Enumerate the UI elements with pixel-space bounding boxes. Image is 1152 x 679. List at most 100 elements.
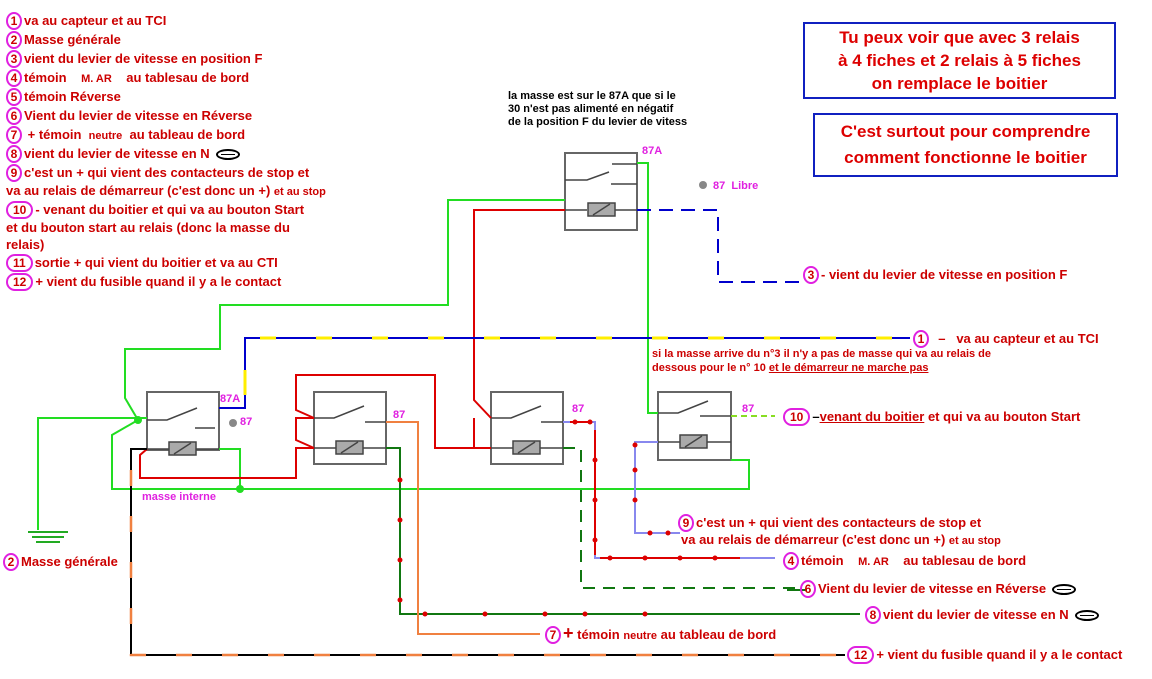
legend-text: - venant du boitier et qui va au bouton …: [35, 202, 305, 217]
info-line: comment fonctionne le boitier: [844, 148, 1087, 167]
label-text: Vient du levier de vitesse en Réverse: [818, 581, 1047, 596]
legend-text: M. AR: [81, 73, 112, 85]
note-line-underlined: et le démarreur ne marche pas: [768, 362, 929, 374]
label-text: témoin: [801, 553, 844, 568]
ellipse-icon: [1074, 610, 1099, 622]
legend-text: témoin Réverse: [24, 89, 121, 104]
label-text: vient du levier de vitesse en N: [883, 607, 1069, 622]
pin-87-r4: 87: [742, 403, 755, 415]
relay-2: [313, 391, 387, 465]
wire-9: [634, 441, 680, 534]
number-badge: 4: [6, 69, 22, 87]
label-text: et qui va au bouton Start: [924, 409, 1081, 424]
number-badge: 2: [3, 553, 19, 571]
relay-5: [564, 152, 638, 231]
relay-4: [657, 391, 732, 461]
number-badge: 8: [6, 145, 22, 163]
number-badge: 9: [6, 164, 22, 182]
legend-text: Masse générale: [24, 32, 121, 47]
legend-text: va au relais de démarreur (c'est donc un…: [6, 183, 274, 198]
pin-87-r2: 87: [393, 409, 406, 421]
legend-text: au tablesau de bord: [111, 70, 250, 85]
number-badge: 7: [6, 126, 22, 144]
legend-text: neutre: [88, 130, 123, 142]
number-badge: 1: [913, 330, 929, 348]
note-line: dessous pour le n° 10: [652, 362, 769, 374]
legend-text: sortie + qui vient du boitier et va au C…: [34, 255, 278, 270]
ellipse-icon: [1052, 584, 1077, 596]
number-badge: 9: [678, 514, 694, 532]
legend-text: +: [24, 127, 39, 142]
wire-7: [386, 421, 540, 635]
label-text: - vient du levier de vitesse en position…: [821, 267, 1068, 282]
legend-text: vient du levier de vitesse en position F: [24, 51, 263, 66]
relay-note-line: la masse est sur le 87A que si le: [508, 90, 676, 102]
legend-text: va au capteur et au TCI: [24, 13, 167, 28]
label-text: va au capteur et au TCI: [956, 331, 1099, 346]
legend-item: et du bouton start au relais (donc la ma…: [6, 220, 326, 236]
label-text: témoin: [573, 627, 624, 642]
label-12: 12+ vient du fusible quand il y a le con…: [847, 646, 1122, 664]
legend-text: relais): [6, 237, 45, 252]
info-box-1: Tu peux voir que avec 3 relais à 4 fiche…: [803, 22, 1116, 99]
wire-3-blue: [637, 209, 800, 283]
wire-12: [130, 448, 845, 656]
relay-3: [490, 391, 564, 465]
label-text: Masse générale: [21, 554, 118, 569]
info-line: à 4 fiches et 2 relais à 5 fiches: [838, 51, 1081, 70]
number-badge: 6: [800, 580, 816, 598]
pin-87-r1: 87: [240, 416, 253, 428]
label-1: 1 – va au capteur et au TCI: [913, 330, 1099, 348]
wire-6: [563, 447, 800, 589]
relay-note: la masse est sur le 87A que si le 30 n'e…: [508, 90, 687, 129]
note-line: si la masse arrive du n°3 il n'y a pas d…: [652, 348, 992, 360]
wire-8: [386, 447, 860, 615]
pin-87a-r5: 87A: [642, 145, 663, 157]
number-badge: 11: [6, 254, 33, 272]
label-text: M. AR: [858, 556, 889, 568]
legend-item: 12+ vient du fusible quand il y a le con…: [6, 273, 326, 291]
label-text: venant du boitier: [819, 409, 925, 424]
info-line: on remplace le boitier: [871, 74, 1048, 93]
dash: –: [812, 409, 820, 424]
info-line: Tu peux voir que avec 3 relais: [839, 28, 1080, 47]
number-badge: 12: [6, 273, 34, 291]
green-wires: [28, 162, 750, 543]
number-badge: 12: [847, 646, 875, 664]
dash: –: [938, 331, 946, 346]
plus-sign: +: [563, 623, 574, 643]
label-text: et au stop: [948, 535, 1001, 547]
label-3: 3- vient du levier de vitesse en positio…: [803, 266, 1067, 284]
pin-87-libre: 87 Libre: [713, 180, 759, 192]
number-badge: 5: [6, 88, 22, 106]
label-text: + vient du fusible quand il y a le conta…: [876, 647, 1123, 662]
legend-text: Vient du levier de vitesse en Réverse: [24, 108, 253, 123]
label-text: va au relais de démarreur (c'est donc un…: [681, 532, 949, 547]
legend-text: vient du levier de vitesse en N: [24, 146, 210, 161]
legend-item: relais): [6, 237, 326, 253]
info-box-2: C'est surtout pour comprendre comment fo…: [813, 113, 1118, 177]
number-badge: 8: [865, 606, 881, 624]
number-badge: 10: [783, 408, 811, 426]
relay-note-line: de la position F du levier de vitess: [508, 116, 688, 128]
masse-interne-label: masse interne: [142, 491, 216, 503]
relay-note-line: 30 n'est pas alimenté en négatif: [508, 103, 674, 115]
number-badge: 1: [6, 12, 22, 30]
